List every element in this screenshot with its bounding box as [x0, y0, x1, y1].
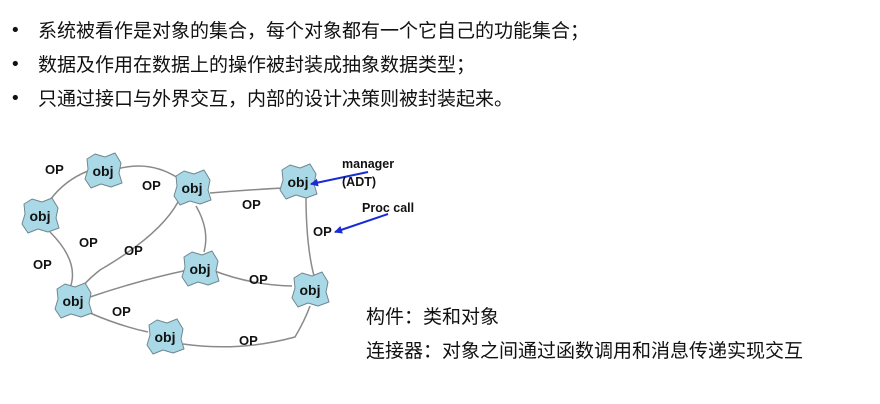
object-label: obj [63, 293, 84, 309]
adt-label: (ADT) [342, 175, 376, 189]
object-label: obj [288, 174, 309, 190]
object-node: obj [181, 250, 220, 287]
object-node: obj [54, 282, 93, 319]
object-label: obj [93, 163, 114, 179]
bullet-item: • 只通过接口与外界交互，内部的设计决策则被封装起来。 [8, 82, 589, 116]
connector-line [49, 231, 74, 289]
bullet-item: • 系统被看作是对象的集合，每个对象都有一个它自己的功能集合； [8, 14, 589, 48]
object-nodes: obj obj obj obj obj obj obj obj [21, 152, 330, 355]
op-label: OP [124, 243, 143, 258]
bullet-dot: • [10, 88, 21, 109]
connector-lines [49, 165, 315, 348]
bullet-item: • 数据及作用在数据上的操作被封装成抽象数据类型； [8, 48, 589, 82]
object-shape [146, 318, 185, 355]
bullet-text: 数据及作用在数据上的操作被封装成抽象数据类型； [38, 54, 476, 76]
bullet-list: • 系统被看作是对象的集合，每个对象都有一个它自己的功能集合； • 数据及作用在数据… [8, 14, 589, 116]
proc-call-label: Proc call [362, 201, 414, 215]
op-label: OP [79, 235, 98, 250]
op-label: OP [249, 272, 268, 287]
op-label: OP [242, 197, 261, 212]
object-label: obj [155, 329, 176, 345]
manager-label: manager [342, 157, 394, 171]
object-label: obj [190, 261, 211, 277]
proc-call-arrow [334, 213, 389, 234]
connectors-legend: 连接器：对象之间通过函数调用和消息传递实现交互 [366, 340, 804, 362]
op-label: OP [45, 162, 64, 177]
bullet-text: 系统被看作是对象的集合，每个对象都有一个它自己的功能集合； [38, 20, 590, 42]
bullet-text: 只通过接口与外界交互，内部的设计决策则被封装起来。 [38, 88, 514, 110]
connector-line [116, 165, 179, 179]
object-node: obj [173, 169, 212, 206]
object-node: obj [21, 197, 60, 234]
object-label: obj [182, 180, 203, 196]
op-label: OP [239, 333, 258, 348]
object-node: obj [146, 318, 185, 355]
object-shape [84, 152, 123, 189]
annotations: manager (ADT) Proc call [310, 157, 414, 234]
manager-arrow [310, 171, 369, 187]
op-labels: OP OP OP OP OP OP OP OP OP OP [33, 162, 332, 348]
object-node: obj [291, 271, 330, 308]
object-shape [173, 169, 212, 206]
bullet-dot: • [10, 20, 21, 41]
connector-line [211, 269, 293, 287]
connector-line [49, 170, 89, 201]
connector-line [81, 201, 179, 289]
connector-line [182, 305, 311, 348]
object-shape [279, 163, 318, 200]
object-label: obj [30, 208, 51, 224]
object-shape [21, 197, 60, 234]
components-legend: 构件：类和对象 [366, 306, 500, 328]
connector-line [195, 205, 207, 253]
object-node: obj [84, 152, 123, 189]
connector-line [89, 269, 189, 298]
op-label: OP [33, 257, 52, 272]
connector-line [89, 312, 149, 333]
op-label: OP [112, 304, 131, 319]
op-label: OP [142, 178, 161, 193]
connector-line [209, 187, 284, 194]
legend: 构件：类和对象 连接器：对象之间通过函数调用和消息传递实现交互 [366, 300, 803, 368]
op-label: OP [313, 224, 332, 239]
object-label: obj [300, 282, 321, 298]
connector-line [305, 195, 315, 277]
object-shape [54, 282, 93, 319]
object-shape [181, 250, 220, 287]
object-shape [291, 271, 330, 308]
object-node: obj [279, 163, 318, 200]
bullet-dot: • [10, 54, 21, 75]
